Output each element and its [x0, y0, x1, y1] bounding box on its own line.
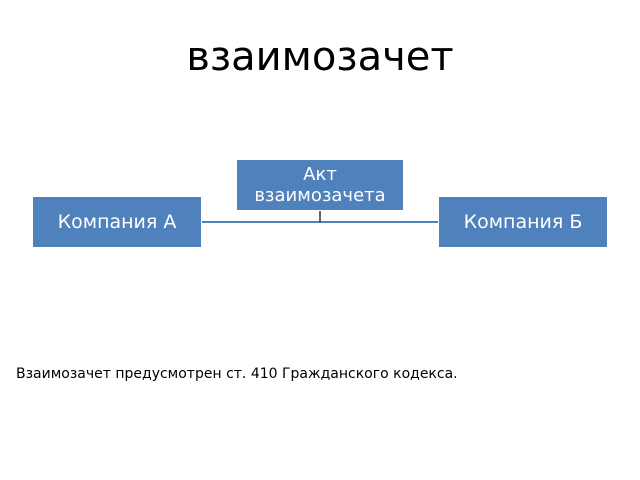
slide-title: взаимозачет [186, 34, 454, 80]
node-company-b: Компания Б [438, 196, 608, 248]
node-act: Акт взаимозачета [236, 159, 404, 211]
node-company-a: Компания А [32, 196, 202, 248]
footnote-text: Взаимозачет предусмотрен ст. 410 Граждан… [16, 366, 458, 382]
